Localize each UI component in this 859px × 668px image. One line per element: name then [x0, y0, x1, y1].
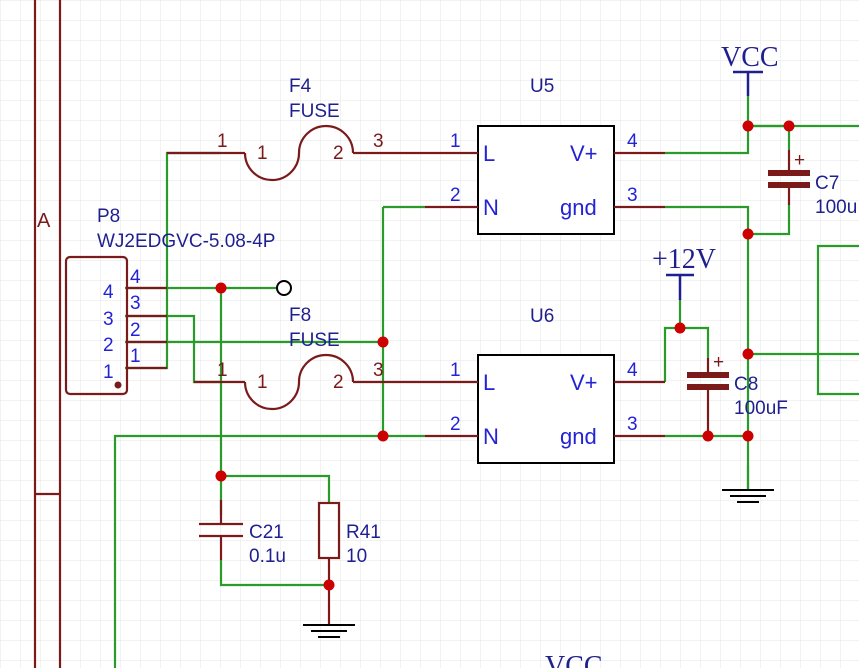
- module-u5-pin3-num: 3: [627, 185, 638, 206]
- capacitor-c21-ref: C21: [249, 522, 284, 543]
- connector-outer-pin-4: 4: [130, 267, 141, 288]
- fuse-f8-pin-2-inner: 2: [333, 372, 344, 393]
- connector-inner-pin-4: 4: [103, 282, 114, 303]
- connector-value: WJ2EDGVC-5.08-4P: [97, 231, 275, 252]
- capacitor-c21-value: 0.1u: [249, 546, 286, 567]
- module-u5-pin2-num: 2: [450, 185, 461, 206]
- fuse-f8-value: FUSE: [289, 330, 340, 351]
- open-terminal[interactable]: [276, 280, 292, 296]
- module-u6-pin3-num: 3: [627, 414, 638, 435]
- fuse-f8-ref: F8: [289, 305, 311, 326]
- module-u6-pin1-name: L: [483, 370, 495, 395]
- module-u5-pin4-num: 4: [627, 131, 638, 152]
- module-u5[interactable]: U5 1 L 2 N 4 V+ 3 gnd: [425, 76, 665, 235]
- module-u5-pin1-num: 1: [450, 131, 461, 152]
- capacitor-c8[interactable]: + C8 100uF: [687, 352, 788, 436]
- fuse-f4-pin-3-outer: 3: [373, 131, 384, 152]
- capacitor-c8-value: 100uF: [734, 398, 788, 419]
- module-u6[interactable]: U6 1 L 2 N 4 V+ 3 gnd: [425, 306, 665, 464]
- power-12v: +12V: [652, 244, 716, 300]
- resistor-r41-ref: R41: [346, 522, 381, 543]
- fuse-f4[interactable]: F4 FUSE 1 1 2 3: [167, 76, 425, 182]
- ground-symbol-left: [303, 585, 355, 638]
- power-12v-label: +12V: [652, 244, 716, 275]
- fuse-f4-value: FUSE: [289, 101, 340, 122]
- connector-ref: P8: [97, 206, 120, 227]
- capacitor-c7-value: 100u: [815, 197, 857, 218]
- border-zone-label: A: [37, 210, 51, 232]
- connector-inner-pin-2: 2: [103, 335, 114, 356]
- ground-symbol-right: [722, 465, 774, 503]
- module-u6-pin3-name: gnd: [560, 424, 597, 449]
- capacitor-c7-polarity: +: [794, 150, 805, 171]
- power-vcc-bottom-label: VCC: [545, 651, 603, 668]
- resistor-r41-value: 10: [346, 546, 367, 567]
- connector-inner-pin-1: 1: [103, 362, 114, 383]
- power-vcc-top-label: VCC: [721, 42, 779, 73]
- module-u6-pin1-num: 1: [450, 360, 461, 381]
- connector-outer-pin-2: 2: [130, 320, 141, 341]
- capacitor-c7-ref: C7: [815, 173, 839, 194]
- capacitor-c21[interactable]: C21 0.1u: [199, 500, 286, 567]
- capacitor-c8-ref: C8: [734, 374, 758, 395]
- module-u6-pin2-num: 2: [450, 414, 461, 435]
- module-u6-pin2-name: N: [483, 424, 499, 449]
- capacitor-c8-polarity: +: [713, 352, 724, 373]
- module-u5-pin1-name: L: [483, 141, 495, 166]
- resistor-r41[interactable]: R41 10: [317, 501, 381, 585]
- connector-p8[interactable]: P8 WJ2EDGVC-5.08-4P 4 3 2 1 4 3 2 1: [64, 206, 275, 396]
- module-u6-ref: U6: [530, 306, 554, 327]
- connector-outer-pin-3: 3: [130, 293, 141, 314]
- connector-inner-pin-3: 3: [103, 309, 114, 330]
- fuse-f4-pin-2-inner: 2: [333, 143, 344, 164]
- capacitor-c7[interactable]: + C7 100u: [768, 150, 857, 218]
- fuse-f4-pin-1-inner: 1: [257, 143, 268, 164]
- fuse-f8-pin-1-outer: 1: [217, 360, 228, 381]
- module-u5-pin3-name: gnd: [560, 195, 597, 220]
- connector-outer-pin-1: 1: [130, 346, 141, 367]
- fuse-f4-ref: F4: [289, 76, 312, 97]
- fuse-f4-pin-1-outer: 1: [217, 131, 228, 152]
- power-vcc-bottom: VCC: [545, 651, 603, 668]
- fuse-f8-pin-1-inner: 1: [257, 372, 268, 393]
- module-u6-pin4-name: V+: [570, 370, 598, 395]
- junctions: [215, 120, 795, 591]
- fuse-f8-pin-3-outer: 3: [373, 360, 384, 381]
- sheet-border: A: [33, 0, 62, 668]
- fuse-f8[interactable]: F8 FUSE 1 1 2 3: [194, 305, 425, 411]
- power-vcc-top: VCC: [721, 42, 779, 96]
- module-u6-pin4-num: 4: [627, 360, 638, 381]
- module-u5-pin2-name: N: [483, 195, 499, 220]
- module-u5-pin4-name: V+: [570, 141, 598, 166]
- module-u5-ref: U5: [530, 76, 554, 97]
